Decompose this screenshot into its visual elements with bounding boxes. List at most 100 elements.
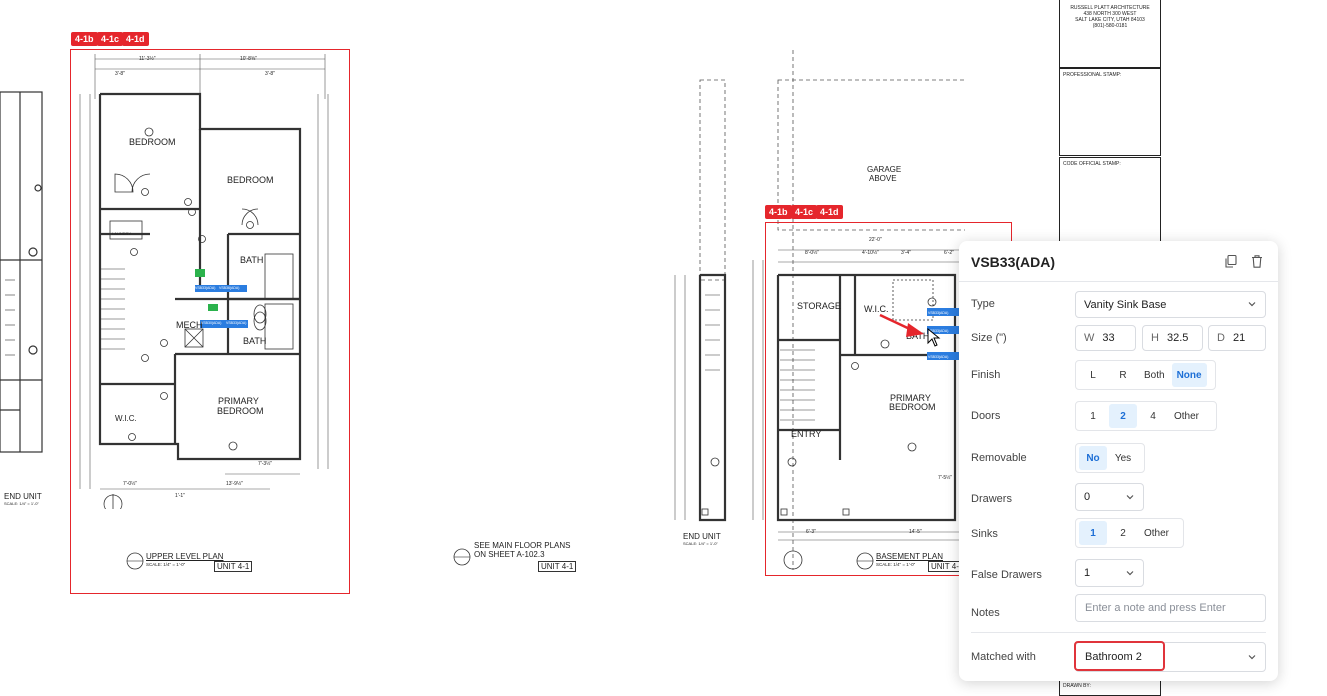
doors-option-2[interactable]: 2 bbox=[1109, 404, 1137, 428]
doors-option-4[interactable]: 4 bbox=[1150, 410, 1156, 422]
plan-callout-bubble-icon bbox=[126, 552, 144, 570]
basement-plan bbox=[674, 50, 965, 570]
cabinet-marker-label[interactable]: VSB30(ADA) bbox=[201, 321, 222, 325]
mouse-cursor-icon bbox=[927, 328, 941, 347]
width-prefix: W bbox=[1084, 332, 1095, 344]
false-drawers-label: False Drawers bbox=[971, 569, 1042, 581]
sheet-callout-bubble-icon bbox=[453, 548, 471, 566]
end-unit-label-left: END UNIT bbox=[4, 492, 42, 501]
finish-option-none[interactable]: None bbox=[1171, 363, 1207, 387]
drawers-select[interactable]: 0 bbox=[1075, 483, 1144, 511]
copy-icon[interactable] bbox=[1224, 253, 1238, 269]
room-label: BATH bbox=[240, 255, 264, 265]
dimension-label: 4'-10½" bbox=[862, 250, 879, 256]
removable-option-yes[interactable]: Yes bbox=[1114, 452, 1132, 464]
dimension-label: 7'-0½" bbox=[123, 481, 138, 487]
finish-option-l[interactable]: L bbox=[1090, 369, 1096, 381]
notes-label: Notes bbox=[971, 607, 1000, 619]
markup-tag[interactable]: 4-1c bbox=[97, 32, 124, 46]
garage-label: GARAGE bbox=[867, 165, 902, 174]
sinks-option-1[interactable]: 1 bbox=[1079, 521, 1107, 545]
firm-name: RUSSELL PLATT ARCHITECTURE bbox=[1070, 5, 1150, 11]
firm-address: 438 NORTH 300 WEST bbox=[1083, 11, 1137, 17]
matched-label: Matched with bbox=[971, 651, 1036, 663]
room-label: MECH bbox=[176, 320, 203, 330]
dimension-label: 10'-8⅝" bbox=[240, 56, 257, 62]
room-label: BEDROOM bbox=[129, 137, 176, 147]
markup-tag[interactable]: 4-1d bbox=[122, 32, 149, 46]
cabinet-marker-label[interactable]: VSB36(ADA) bbox=[219, 286, 240, 290]
cabinet-marker-label[interactable]: VSB33(ADA) bbox=[195, 286, 216, 290]
doors-segmented: 1 2 4 Other bbox=[1075, 401, 1217, 431]
markup-selection-box[interactable] bbox=[70, 49, 350, 594]
dimension-label: 13'-9½" bbox=[226, 481, 243, 487]
markup-tag[interactable]: 4-1c bbox=[791, 205, 818, 219]
depth-prefix: D bbox=[1217, 332, 1225, 344]
room-label: ENTRY bbox=[791, 429, 822, 439]
room-label: LAUNDRY bbox=[112, 231, 132, 236]
removable-option-no[interactable]: No bbox=[1079, 446, 1107, 470]
removable-label: Removable bbox=[971, 452, 1027, 464]
type-select[interactable]: Vanity Sink Base bbox=[1075, 291, 1266, 318]
markup-tag[interactable]: 4-1b bbox=[71, 32, 98, 46]
drawn-by-box: DRAWN BY: bbox=[1059, 680, 1161, 696]
chevron-down-icon bbox=[1248, 655, 1256, 660]
plan-scale: SCALE: 1/4" = 1'-0" bbox=[876, 562, 916, 567]
end-unit-label-right: END UNIT bbox=[683, 532, 721, 541]
dimension-label: 8'-0½" bbox=[805, 250, 820, 256]
drawers-value: 0 bbox=[1084, 491, 1091, 503]
finish-option-both[interactable]: Both bbox=[1144, 369, 1165, 381]
finish-option-r[interactable]: R bbox=[1119, 369, 1127, 381]
dimension-label: 22'-0" bbox=[869, 237, 882, 243]
width-input[interactable]: W 33 bbox=[1075, 325, 1136, 351]
firm-city: SALT LAKE CITY, UTAH 84103 bbox=[1075, 17, 1145, 23]
cabinet-marker-label[interactable]: VSB33(ADA) bbox=[928, 329, 949, 333]
dimension-label: 1'-1" bbox=[175, 493, 185, 499]
doors-option-1[interactable]: 1 bbox=[1090, 410, 1096, 422]
garage-label: ABOVE bbox=[869, 174, 897, 183]
drawers-label: Drawers bbox=[971, 493, 1012, 505]
dimension-label: 3'-4" bbox=[901, 250, 911, 256]
room-label: BATH bbox=[243, 336, 267, 346]
dimension-label: 7'-5½" bbox=[938, 475, 953, 481]
cabinet-marker-label[interactable]: VSB33(ADA) bbox=[226, 321, 247, 325]
sinks-segmented: 1 2 Other bbox=[1075, 518, 1184, 548]
cabinet-marker-label[interactable]: VSB33(ADA) bbox=[928, 355, 949, 359]
chevron-down-icon bbox=[1248, 302, 1256, 307]
end-unit-scale-left: SCALE: 1/4" = 1'-0" bbox=[4, 501, 39, 506]
firm-block: RUSSELL PLATT ARCHITECTURE 438 NORTH 300… bbox=[1059, 0, 1161, 68]
firm-phone: (801)-580-0181 bbox=[1092, 23, 1128, 29]
trash-icon[interactable] bbox=[1250, 253, 1264, 269]
markup-tag[interactable]: 4-1b bbox=[765, 205, 792, 219]
sinks-label: Sinks bbox=[971, 528, 998, 540]
sinks-option-other[interactable]: Other bbox=[1144, 527, 1170, 539]
height-input[interactable]: H 32.5 bbox=[1142, 325, 1203, 351]
sheet-note-unit: UNIT 4-1 bbox=[538, 561, 577, 572]
notes-input[interactable] bbox=[1075, 594, 1266, 622]
cabinet-marker-label[interactable]: VSB33(ADA) bbox=[928, 311, 949, 315]
doors-option-other[interactable]: Other bbox=[1174, 410, 1200, 422]
matched-select[interactable]: Bathroom 2 bbox=[1075, 642, 1266, 672]
matched-value: Bathroom 2 bbox=[1085, 651, 1142, 663]
dimension-label: 3'-8" bbox=[265, 71, 275, 77]
room-label: BEDROOM bbox=[217, 406, 264, 416]
sinks-option-2[interactable]: 2 bbox=[1120, 527, 1126, 539]
depth-value: 21 bbox=[1232, 332, 1246, 344]
code-stamp-box: CODE OFFICIAL STAMP: bbox=[1059, 157, 1161, 249]
upper-level-plan bbox=[79, 54, 329, 509]
professional-stamp-label: PROFESSIONAL STAMP: bbox=[1063, 72, 1122, 78]
size-label: Size (") bbox=[971, 332, 1007, 344]
depth-input[interactable]: D 21 bbox=[1208, 325, 1266, 351]
plan-title: UPPER LEVEL PLAN bbox=[146, 552, 224, 561]
dimension-label: 3'-8" bbox=[115, 71, 125, 77]
false-drawers-select[interactable]: 1 bbox=[1075, 559, 1144, 587]
matched-highlight-annotation bbox=[1074, 641, 1165, 671]
markup-tag[interactable]: 4-1d bbox=[816, 205, 843, 219]
room-label: W.I.C. bbox=[115, 414, 137, 423]
header-divider bbox=[959, 281, 1278, 282]
plan-callout-bubble-icon bbox=[856, 552, 874, 570]
sheet-note: ON SHEET A-102.3 bbox=[474, 550, 545, 559]
room-label: BEDROOM bbox=[889, 402, 936, 412]
room-label: PRIMARY bbox=[218, 396, 259, 406]
